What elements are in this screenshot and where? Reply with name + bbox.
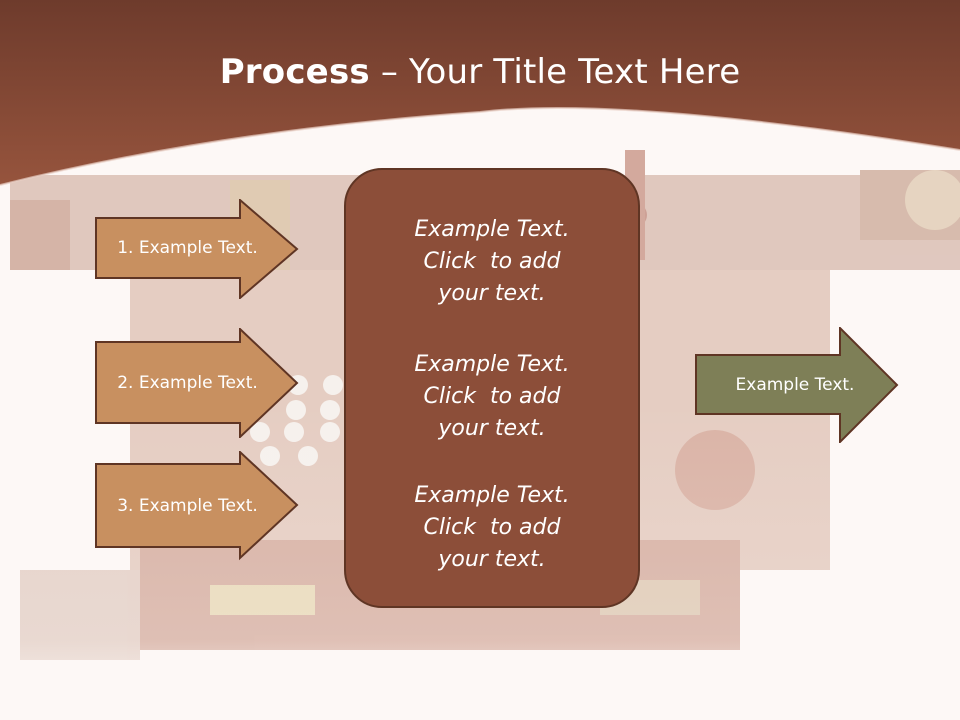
left-arrow-1[interactable]: 1. Example Text. <box>95 199 300 299</box>
title-rest: – Your Title Text Here <box>369 52 741 92</box>
block-3-line-2: Click to add <box>423 515 561 540</box>
slide-title[interactable]: Process – Your Title Text Here <box>0 52 960 92</box>
center-text-box[interactable]: Example Text. Click to add your text. Ex… <box>344 168 640 608</box>
title-bold: Process <box>219 52 370 92</box>
left-arrow-3[interactable]: 3. Example Text. <box>95 451 300 561</box>
arrow-3-shape <box>95 451 299 561</box>
right-arrow-label: Example Text. <box>735 374 855 395</box>
right-arrow[interactable]: Example Text. <box>695 327 900 443</box>
left-arrow-3-label: 3. Example Text. <box>117 495 258 516</box>
block-2-line-2: Click to add <box>423 384 561 409</box>
block-3-line-1: Example Text. <box>414 483 570 508</box>
center-text-block-3: Example Text. Click to add your text. <box>346 480 638 576</box>
center-text-block-2: Example Text. Click to add your text. <box>346 349 638 445</box>
left-arrow-1-label: 1. Example Text. <box>117 238 258 258</box>
block-2-line-1: Example Text. <box>414 352 570 377</box>
block-1-line-3: your text. <box>438 281 546 306</box>
right-arrow-shape <box>695 327 899 443</box>
block-1-line-1: Example Text. <box>414 217 570 242</box>
arrow-1-shape <box>95 199 299 299</box>
block-2-line-3: your text. <box>438 416 546 441</box>
block-1-line-2: Click to add <box>423 249 561 274</box>
center-text-block-1: Example Text. Click to add your text. <box>346 214 638 310</box>
arrow-2-shape <box>95 328 299 438</box>
left-arrow-2-label: 2. Example Text. <box>117 372 258 393</box>
left-arrow-2[interactable]: 2. Example Text. <box>95 328 300 438</box>
block-3-line-3: your text. <box>438 547 546 572</box>
